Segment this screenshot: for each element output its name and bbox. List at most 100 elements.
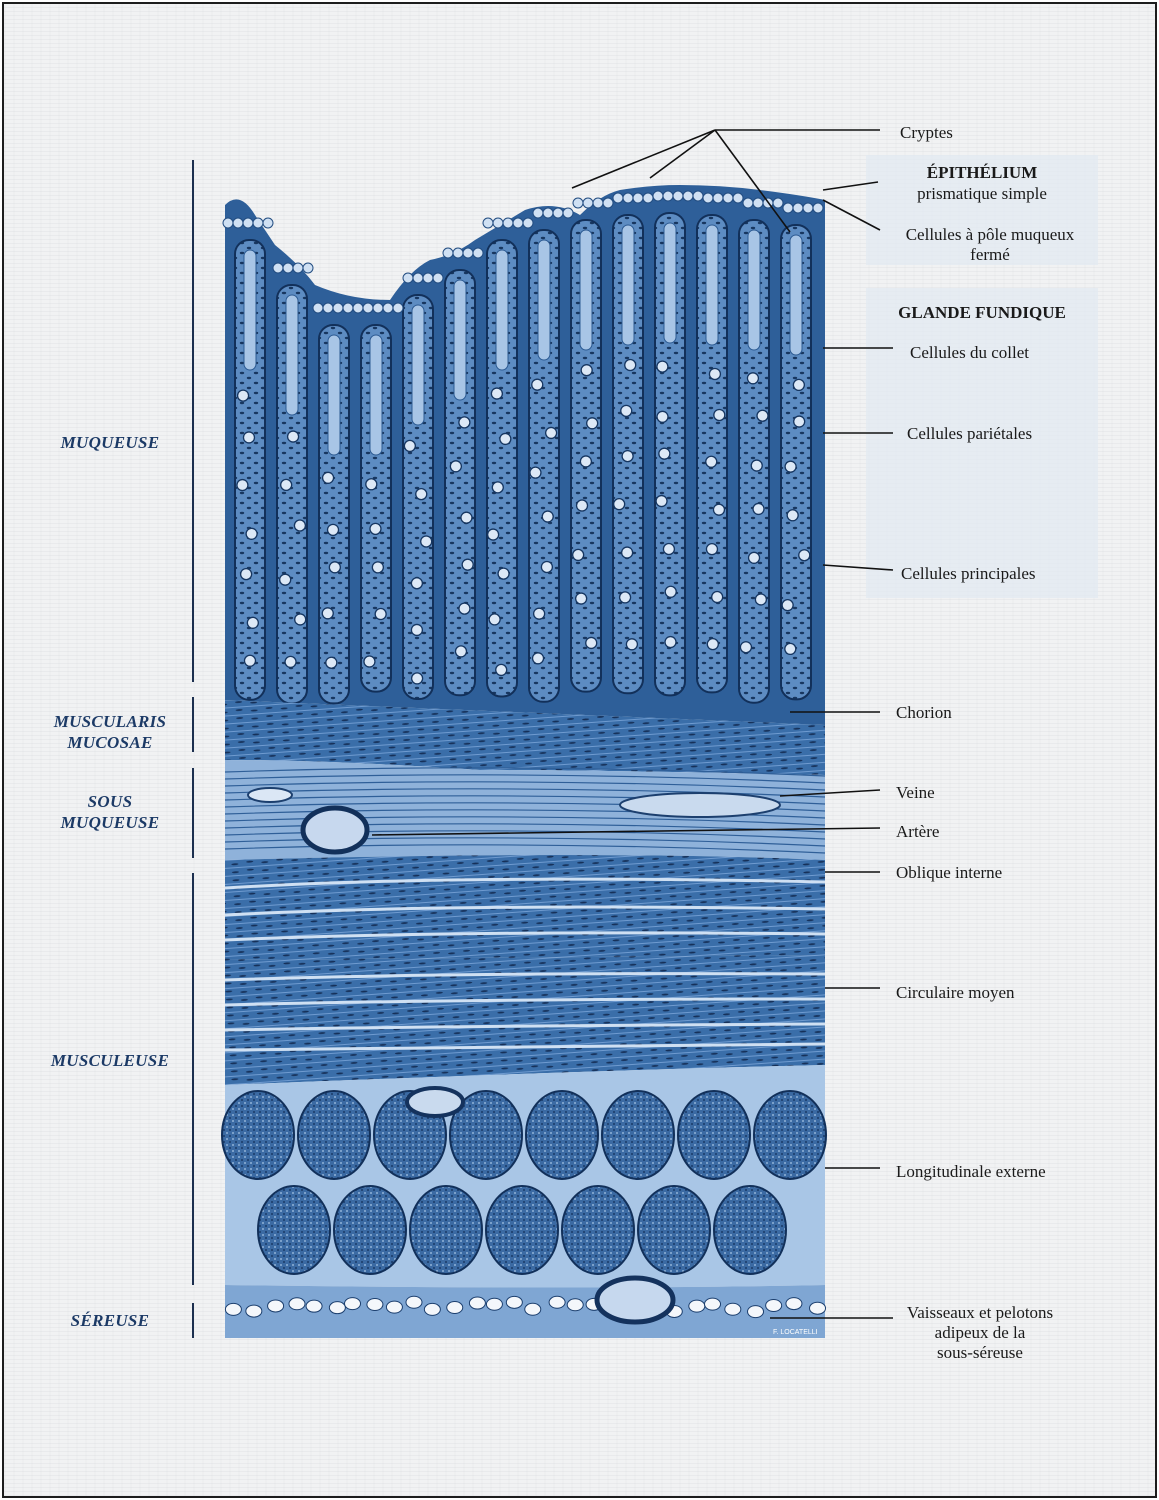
epithelium-cell (623, 193, 633, 203)
parietal-cell (411, 624, 422, 635)
parietal-cell (577, 500, 588, 511)
epithelium-cell (723, 193, 733, 203)
parietal-cell (530, 467, 541, 478)
gland-lumen (328, 335, 340, 455)
epithelium-cell (813, 203, 823, 213)
epithelium-cell (683, 191, 693, 201)
epithelium-cell (473, 248, 483, 258)
parietal-cell (626, 639, 637, 650)
epithelium-cell (573, 198, 583, 208)
fat-cell (486, 1298, 502, 1310)
serosa-vessel-shape (597, 1278, 673, 1322)
parietal-cell (709, 368, 720, 379)
epithelium-cell (713, 193, 723, 203)
parietal-cell (366, 479, 377, 490)
epithelium-cell (793, 203, 803, 213)
label-veine: Veine (896, 783, 935, 803)
epithelium-cell (543, 208, 553, 218)
epithelium-cell (333, 303, 343, 313)
label-epithelium-sub: prismatique simple (866, 184, 1098, 204)
epithelium-cell (453, 248, 463, 258)
parietal-cell (621, 405, 632, 416)
parietal-cell (663, 544, 674, 555)
label-pole-muqueux: Cellules à pôle muqueux fermé (880, 225, 1100, 265)
label-oblique-interne: Oblique interne (896, 863, 1002, 883)
parietal-cell (665, 637, 676, 648)
parietal-cell (322, 608, 333, 619)
parietal-cell (665, 586, 676, 597)
parietal-cell (782, 600, 793, 611)
parietal-cell (785, 643, 796, 654)
parietal-cell (751, 460, 762, 471)
label-collet: Cellules du collet (910, 343, 1029, 363)
parietal-cell (546, 427, 557, 438)
gland-lumen (412, 305, 424, 425)
gland-lumen (370, 335, 382, 455)
artist-signature: F. LOCATELLI (773, 1329, 818, 1336)
label-principales: Cellules principales (901, 564, 1036, 584)
parietal-cell (461, 512, 472, 523)
parietal-cell (625, 360, 636, 371)
parietal-cell (755, 594, 766, 605)
gland-lumen (664, 223, 676, 343)
epithelium-cell (593, 198, 603, 208)
gland-lumen (244, 250, 256, 370)
epithelium-cell (263, 218, 273, 228)
gland-lumen (286, 295, 298, 415)
parietal-cell (323, 472, 334, 483)
epithelium-cell (463, 248, 473, 258)
gland-lumen (790, 235, 802, 355)
fat-cell (705, 1298, 721, 1310)
fat-cell (345, 1298, 361, 1310)
parietal-cell (622, 451, 633, 462)
parietal-cell (740, 642, 751, 653)
label-muscularis-mucosae: MUSCULARIS MUCOSAE (15, 711, 205, 753)
parietal-cell (706, 456, 717, 467)
epithelium-cell (323, 303, 333, 313)
parietal-cell (498, 568, 509, 579)
parietal-cell (411, 578, 422, 589)
label-musculeuse: MUSCULEUSE (15, 1050, 205, 1071)
muscle-bundle (258, 1186, 330, 1274)
gland-lumen (496, 250, 508, 370)
parietal-cell (656, 496, 667, 507)
epithelium-cell (663, 191, 673, 201)
parietal-cell (799, 550, 810, 561)
epithelium-cell (523, 218, 533, 228)
muscle-bundle (410, 1186, 482, 1274)
muscle-bundle (298, 1091, 370, 1179)
fat-cell (766, 1300, 782, 1312)
epithelium-cell (403, 273, 413, 283)
parietal-cell (462, 559, 473, 570)
gland-lumen (748, 230, 760, 350)
parietal-cell (404, 440, 415, 451)
parietal-cell (541, 561, 552, 572)
muscle-bundle (602, 1091, 674, 1179)
fat-cell (424, 1303, 440, 1315)
parietal-cell (581, 365, 592, 376)
epithelium-cell (603, 198, 613, 208)
label-vaisseaux: Vaisseaux et pelotons adipeux de la sous… (880, 1303, 1080, 1363)
fat-cell (786, 1298, 802, 1310)
epithelium-cell (233, 218, 243, 228)
epithelium-cell (583, 198, 593, 208)
parietal-cell (657, 411, 668, 422)
parietal-cell (326, 657, 337, 668)
epithelium-cell (643, 193, 653, 203)
parietal-cell (416, 489, 427, 500)
epithelium-cell (733, 193, 743, 203)
fat-cell (406, 1296, 422, 1308)
parietal-cell (488, 529, 499, 540)
epithelium-cell (353, 303, 363, 313)
parietal-cell (288, 431, 299, 442)
muscle-bundle (638, 1186, 710, 1274)
gland-lumen (538, 240, 550, 360)
epithelium-cell (743, 198, 753, 208)
epithelium-cell (803, 203, 813, 213)
label-circulaire-moyen: Circulaire moyen (896, 983, 1015, 1003)
label-chorion: Chorion (896, 703, 952, 723)
epithelium-cell (433, 273, 443, 283)
epithelium-cell (303, 263, 313, 273)
parietal-cell (659, 448, 670, 459)
epithelium-cell (633, 193, 643, 203)
